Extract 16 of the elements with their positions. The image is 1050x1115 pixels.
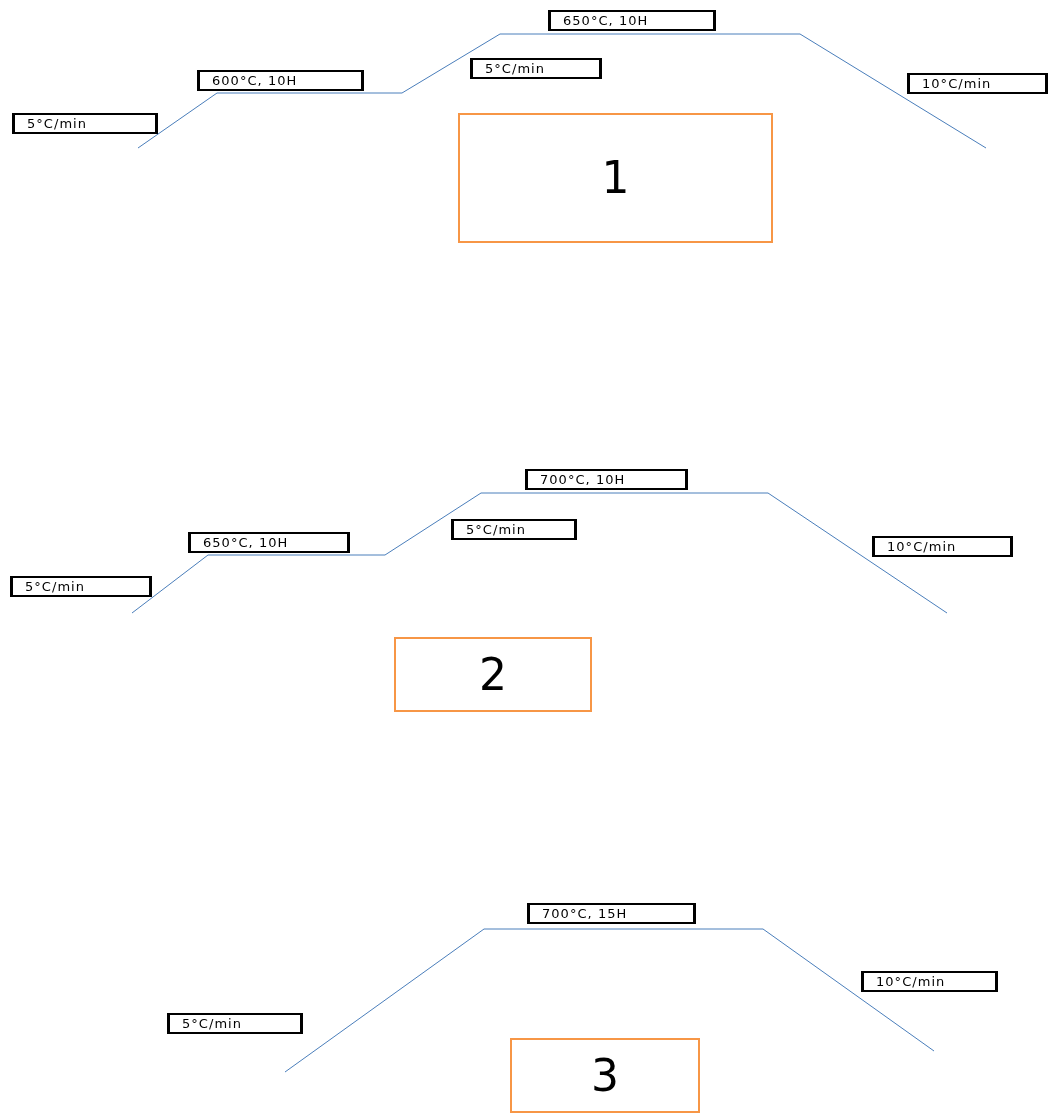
- value-label: 5°C/min: [10, 576, 152, 597]
- value-label: 600°C, 10H: [197, 70, 364, 91]
- step-number-box: 3: [510, 1038, 700, 1113]
- value-label: 700°C, 15H: [527, 903, 696, 924]
- step-number-box: 2: [394, 637, 592, 712]
- value-label: 5°C/min: [167, 1013, 303, 1034]
- value-label: 650°C, 10H: [188, 532, 350, 553]
- value-label: 10°C/min: [872, 536, 1013, 557]
- value-label: 700°C, 10H: [525, 469, 688, 490]
- value-label: 10°C/min: [907, 73, 1048, 94]
- step-number-box: 1: [458, 113, 773, 243]
- value-label: 5°C/min: [470, 58, 602, 79]
- value-label: 650°C, 10H: [548, 10, 716, 31]
- value-label: 10°C/min: [861, 971, 998, 992]
- value-label: 5°C/min: [451, 519, 577, 540]
- value-label: 5°C/min: [12, 113, 158, 134]
